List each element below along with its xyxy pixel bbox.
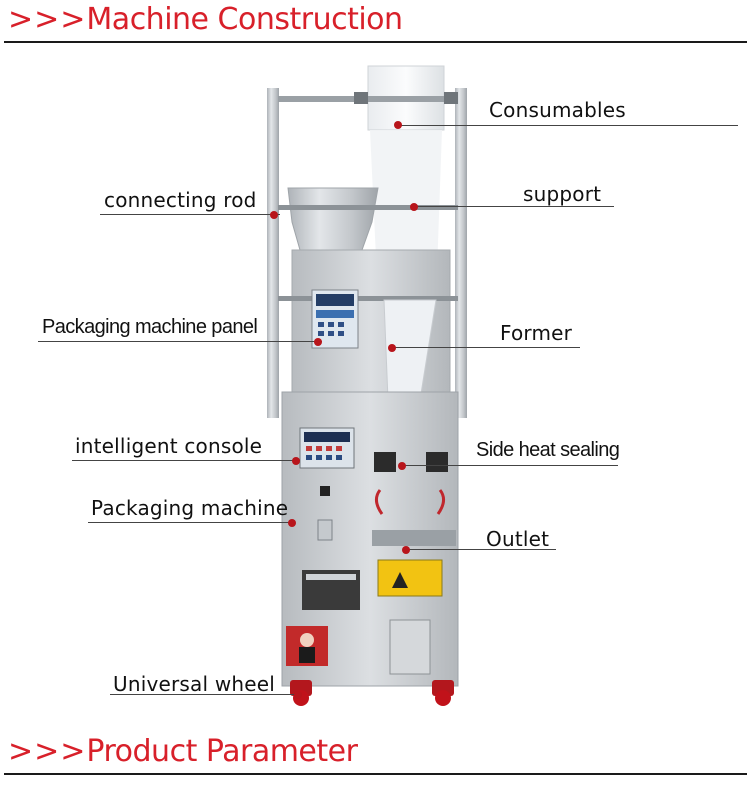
right-upright bbox=[455, 88, 467, 418]
leader-connecting-rod bbox=[100, 214, 280, 215]
label-intelligent-console: intelligent console bbox=[75, 434, 263, 458]
support-rod bbox=[278, 205, 458, 210]
leader-outlet bbox=[406, 549, 556, 550]
heading-arrows: >>> bbox=[8, 734, 87, 769]
leader-side-heat bbox=[402, 465, 618, 466]
leader-console bbox=[72, 460, 300, 461]
leader-support bbox=[414, 206, 614, 207]
heading-underline bbox=[4, 41, 747, 43]
leader-consumables bbox=[398, 125, 738, 126]
hopper bbox=[287, 187, 379, 251]
warning-label bbox=[377, 559, 443, 597]
heat-seal-right bbox=[426, 452, 448, 472]
label-packaging-machine: Packaging machine bbox=[91, 496, 289, 520]
heading-text: Machine Construction bbox=[86, 2, 403, 37]
marker-panel bbox=[314, 338, 322, 346]
lower-hatch bbox=[389, 619, 431, 675]
heat-seal-left bbox=[374, 452, 396, 472]
marker-former bbox=[388, 344, 396, 352]
marker-console bbox=[292, 457, 300, 465]
label-support: support bbox=[523, 182, 602, 206]
leader-panel bbox=[38, 341, 322, 342]
label-universal-wheel: Universal wheel bbox=[113, 672, 276, 696]
heading-arrows: >>> bbox=[8, 2, 87, 37]
section-title-product-parameter: >>>Product Parameter bbox=[8, 734, 358, 769]
heading-text: Product Parameter bbox=[86, 734, 358, 769]
label-packaging-machine-panel: Packaging machine panel bbox=[42, 316, 258, 338]
marker-side-heat bbox=[398, 462, 406, 470]
marker-packaging-machine bbox=[288, 519, 296, 527]
section-title-machine-construction: >>>Machine Construction bbox=[8, 2, 403, 37]
label-consumables: Consumables bbox=[489, 98, 626, 122]
marker-outlet bbox=[402, 546, 410, 554]
outlet-plate bbox=[372, 530, 456, 546]
label-former: Former bbox=[500, 321, 573, 345]
label-outlet: Outlet bbox=[486, 527, 550, 551]
marker-consumables bbox=[394, 121, 402, 129]
label-side-heat-sealing: Side heat sealing bbox=[476, 439, 620, 461]
marker-universal-wheel bbox=[294, 691, 302, 699]
label-connecting-rod: connecting rod bbox=[104, 188, 257, 212]
leader-universal-wheel bbox=[110, 694, 300, 695]
heading-underline bbox=[4, 773, 747, 775]
marker-support bbox=[410, 203, 418, 211]
marker-connecting-rod bbox=[270, 211, 278, 219]
leader-packaging-machine bbox=[88, 522, 294, 523]
left-upright bbox=[267, 88, 279, 418]
leader-former bbox=[392, 347, 580, 348]
connecting-rod-lower bbox=[278, 296, 458, 301]
